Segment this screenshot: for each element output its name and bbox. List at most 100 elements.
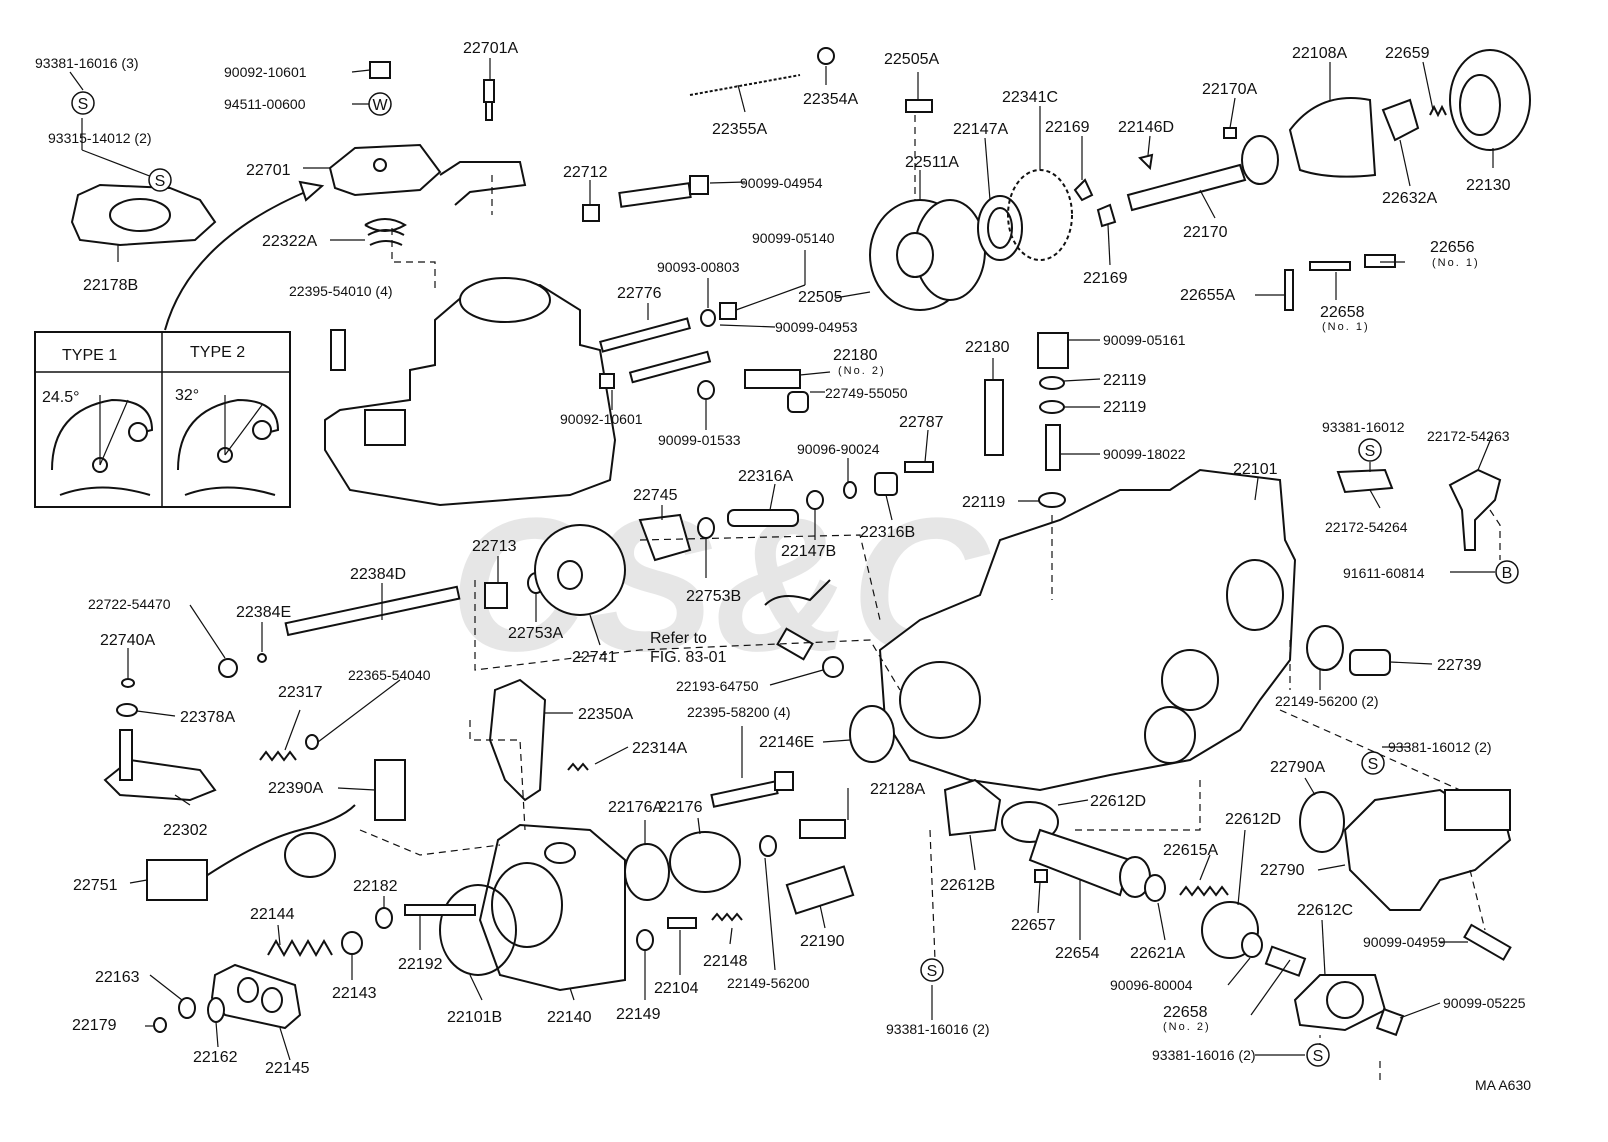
pin-22656 [1364, 254, 1396, 268]
part-label: 22104 [654, 980, 699, 997]
ring-22740a [121, 678, 135, 688]
ring-22621a [1144, 874, 1166, 902]
part-label: 22176A [608, 799, 663, 816]
key-22169-b [1096, 203, 1117, 228]
part-label: 22145 [265, 1060, 310, 1077]
fitting-22193 [776, 627, 814, 661]
part-label: 22314A [632, 740, 687, 757]
svg-text:S: S [78, 96, 89, 113]
part-label: 22505 [798, 289, 843, 306]
washer-90096-90024 [843, 481, 857, 499]
sleeve-22316b [874, 472, 898, 496]
part-label: 91611-60814 [1343, 565, 1425, 581]
oring-22101b [439, 884, 517, 976]
refer-note-line1: Refer to [650, 630, 707, 647]
sub-labels: (No. 2) (No. 1) (No. 1) (No. 2) [838, 257, 1478, 1033]
part-label: 22612C [1297, 902, 1353, 919]
refer-note-line2: FIG. 83-01 [650, 649, 727, 666]
part-label: 22354A [803, 91, 858, 108]
type-inset [34, 331, 291, 508]
s-symbol: S [1361, 751, 1385, 775]
type2-angle: 32° [175, 387, 199, 404]
part-label: 93381-16012 (2) [1388, 739, 1492, 755]
part-label: 22753B [686, 588, 741, 605]
part-label: 22505A [884, 51, 939, 68]
sub-label: (No. 2) [838, 365, 886, 377]
cap-22354a [817, 47, 835, 65]
part-label: 90092-10601 [560, 411, 643, 427]
part-label: 90092-10601 [224, 64, 307, 80]
bolt-22395-58200 [710, 780, 779, 808]
part-label: 22172-54263 [1427, 428, 1510, 444]
part-label: 22143 [332, 985, 377, 1002]
part-label: 22776 [617, 285, 662, 302]
part-label: 22745 [633, 487, 678, 504]
washer-22182 [375, 907, 393, 929]
part-label: 22615A [1163, 842, 1218, 859]
part-label: 22108A [1292, 45, 1347, 62]
spring-22314a [567, 762, 589, 772]
washer-90099-01533 [697, 380, 715, 400]
key-22170a [1223, 127, 1237, 139]
part-label: 22365-54040 [348, 667, 431, 683]
nut-90099-05225 [1375, 1007, 1405, 1037]
part-label: 22741 [572, 649, 617, 666]
spring-22148 [711, 912, 743, 922]
nut-90092-10601b [599, 373, 615, 389]
pin-22316a [727, 509, 799, 527]
screw-22505a [905, 99, 933, 113]
part-label: 22378A [180, 709, 235, 726]
lever-pivot [373, 158, 387, 172]
solenoid-22390a [374, 759, 406, 821]
part-label: 90093-00803 [657, 259, 740, 275]
part-label: 22128A [870, 781, 925, 798]
wire-22355a [689, 74, 801, 96]
part-label: 22657 [1011, 917, 1056, 934]
part-label: 22751 [73, 877, 118, 894]
bolt-22395-54010 [330, 329, 346, 371]
part-label: 22149-56200 [727, 975, 810, 991]
cap-22749 [787, 391, 809, 413]
part-label: 22176 [658, 799, 703, 816]
type1-pin [128, 422, 148, 442]
part-label: 90099-04954 [740, 175, 823, 191]
screw-22701a-tip [485, 101, 493, 121]
part-label: 22612D [1090, 793, 1146, 810]
type1-angle: 24.5° [42, 389, 80, 406]
part-label: 22350A [578, 706, 633, 723]
head-port [544, 842, 576, 864]
sub-label: (No. 2) [1163, 1021, 1211, 1033]
spring-22615a [1179, 885, 1229, 897]
washer-22365 [305, 734, 319, 750]
pin-22655a [1284, 269, 1294, 311]
b-symbol: B [1495, 560, 1519, 584]
spring-22317 [259, 750, 297, 762]
s-symbol: S [71, 91, 95, 115]
part-label: 22749-55050 [825, 385, 908, 401]
cap-90099-05161 [1037, 332, 1069, 369]
washer-90096-80004 [1241, 932, 1263, 958]
part-label: 22511A [905, 154, 959, 171]
bolt-90099-04953 [628, 350, 712, 384]
washer-22149-a [759, 835, 777, 857]
washer-22119-c [1038, 492, 1066, 508]
s-symbol: S [1306, 1043, 1330, 1067]
pin-22657 [1034, 869, 1048, 883]
part-label: 93381-16012 [1322, 419, 1405, 435]
washer-22179 [153, 1017, 167, 1033]
nut-22722 [218, 658, 238, 678]
inset-texts: TYPE 1 TYPE 2 24.5° 32° [42, 344, 245, 406]
actuator-22790-body [1444, 789, 1511, 831]
part-label: 22316B [860, 524, 915, 541]
part-label: 90096-80004 [1110, 977, 1193, 993]
fitting-22128a [799, 819, 846, 839]
washer-22378a [116, 703, 138, 717]
part-label: 22190 [800, 933, 845, 950]
pump-port-mid [1161, 649, 1219, 711]
pin-22658-no1 [1309, 261, 1351, 271]
part-label: 22713 [472, 538, 517, 555]
oring-22790a [1299, 791, 1345, 853]
type2-label: TYPE 2 [190, 344, 245, 361]
nut-90099-05140 [719, 302, 737, 320]
rod-22384d [284, 585, 461, 637]
